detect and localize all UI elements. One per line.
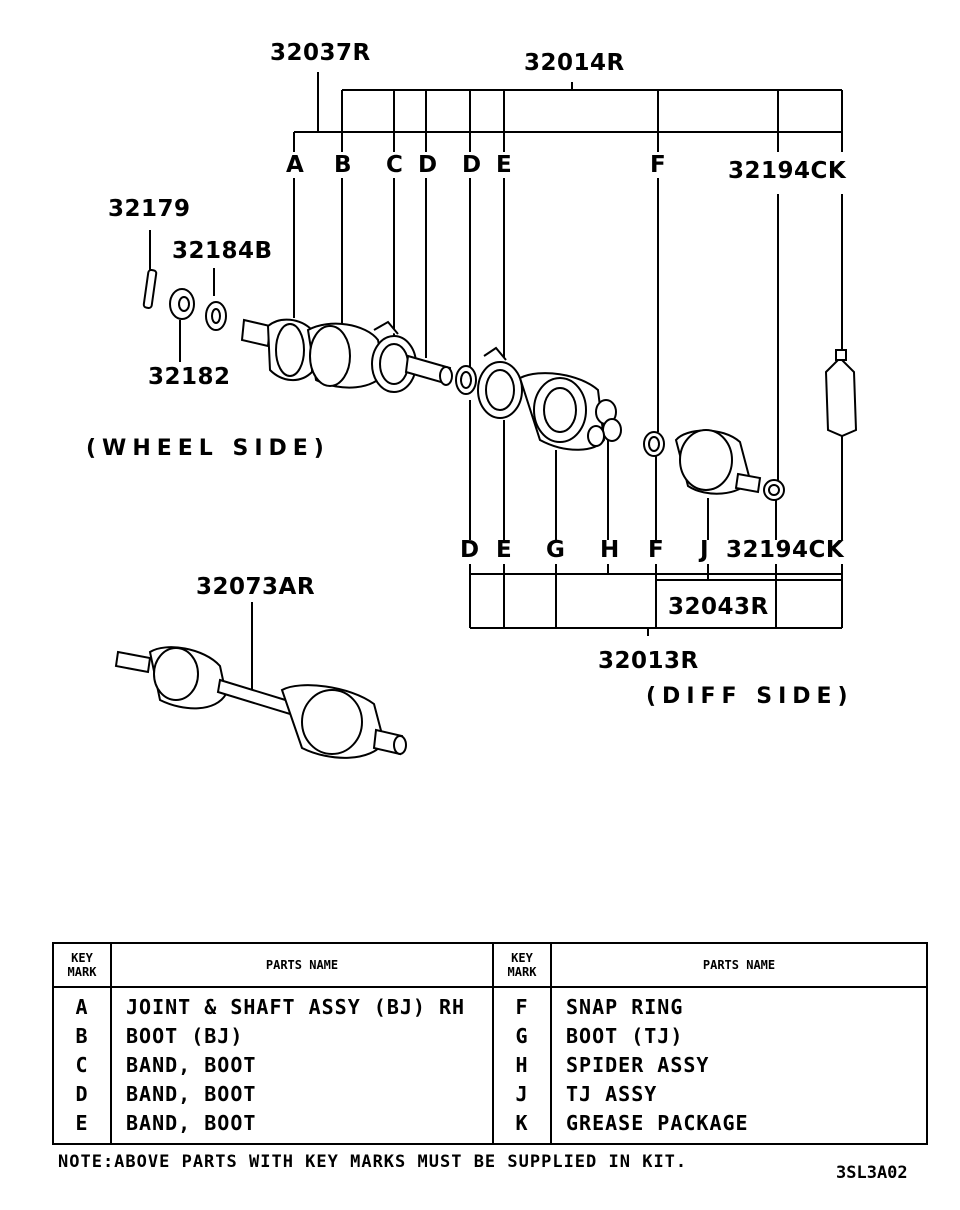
band-e <box>477 346 523 419</box>
key-cell: B <box>52 1021 112 1050</box>
part-number-32194c-bottom: 32194C <box>726 537 826 563</box>
key-mark-d-top-1: D <box>418 152 438 178</box>
key-cell: C <box>52 1050 112 1079</box>
assembled-shaft-32073ar <box>114 646 407 759</box>
label-32194ck-top: 32194CK <box>728 160 846 183</box>
bracket-32043r <box>469 564 843 629</box>
key-cell: H <box>492 1050 552 1079</box>
table-row: E BAND, BOOT K GREASE PACKAGE <box>52 1108 928 1145</box>
part-number-32194c-top: 32194C <box>728 158 828 184</box>
key-mark-a-top: A <box>286 152 305 178</box>
wheel-side-label: (WHEEL SIDE) <box>86 436 330 461</box>
part-name-cell: BOOT (BJ) <box>110 1021 494 1050</box>
label-32073ar: 32073AR <box>196 574 316 600</box>
key-mark-d-top-2: D <box>462 152 482 178</box>
nut-32182 <box>169 288 195 320</box>
key-mark-k-bottom: K <box>825 537 845 563</box>
label-32184b: 32184B <box>172 238 273 264</box>
diff-side-label: (DIFF SIDE) <box>646 684 854 709</box>
key-mark-c-top: C <box>386 152 404 178</box>
table-row: B BOOT (BJ) G BOOT (TJ) <box>52 1021 928 1050</box>
exploded-parts-diagram <box>114 72 858 759</box>
key-mark-b-top: B <box>334 152 353 178</box>
split-pin-32179 <box>142 269 158 309</box>
grease-package-k <box>824 349 858 438</box>
label-32037r: 32037R <box>270 40 371 66</box>
key-mark-k-top: K <box>827 158 847 184</box>
key-cell: G <box>492 1021 552 1050</box>
table-row: C BAND, BOOT H SPIDER ASSY <box>52 1050 928 1079</box>
bj-stub-shaft <box>240 318 272 348</box>
key-mark-e-top: E <box>496 152 513 178</box>
band-d <box>455 365 477 395</box>
part-name-cell: BOOT (TJ) <box>550 1021 928 1050</box>
part-name-cell: TJ ASSY <box>550 1079 928 1108</box>
label-32043r: 32043R <box>668 594 769 620</box>
leader-lines-bottom <box>469 400 843 540</box>
diagram-code: 3SL3A02 <box>836 1163 908 1183</box>
header-parts-name: PARTS NAME <box>110 942 494 988</box>
washer-32184b <box>205 301 227 331</box>
table-row: D BAND, BOOT J TJ ASSY <box>52 1079 928 1108</box>
table-row: A JOINT & SHAFT ASSY (BJ) RH F SNAP RING <box>52 987 928 1021</box>
key-cell: J <box>492 1079 552 1108</box>
part-name-cell: SPIDER ASSY <box>550 1050 928 1079</box>
key-cell: K <box>492 1108 552 1145</box>
label-32179: 32179 <box>108 196 191 222</box>
leader-lines-top <box>293 178 843 480</box>
key-cell: E <box>52 1108 112 1145</box>
snap-ring-f <box>643 431 665 457</box>
key-mark-j-bottom: J <box>700 537 710 563</box>
bracket-32014r <box>341 82 843 152</box>
header-parts-name-2: PARTS NAME <box>550 942 928 988</box>
part-name-cell: BAND, BOOT <box>110 1050 494 1079</box>
key-mark-f-top: F <box>650 152 667 178</box>
key-mark-f-bottom: F <box>648 537 665 563</box>
part-name-cell: BAND, BOOT <box>110 1079 494 1108</box>
part-name-cell: GREASE PACKAGE <box>550 1108 928 1145</box>
header-key-mark: KEY MARK <box>52 942 112 988</box>
label-32013r: 32013R <box>598 648 699 674</box>
header-key-mark-2: KEY MARK <box>492 942 552 988</box>
label-32194ck-bottom: 32194CK <box>726 539 844 562</box>
key-cell: D <box>52 1079 112 1108</box>
snap-ring-lower <box>763 479 785 501</box>
key-mark-e-bottom: E <box>496 537 513 563</box>
key-cell: A <box>52 987 112 1021</box>
part-name-cell: SNAP RING <box>550 987 928 1021</box>
key-mark-g-bottom: G <box>546 537 566 563</box>
parts-key-table: KEY MARK PARTS NAME KEY MARK PARTS NAME … <box>52 942 928 1145</box>
part-name-cell: BAND, BOOT <box>110 1108 494 1145</box>
spider-h <box>587 399 622 447</box>
label-32014r: 32014R <box>524 50 625 76</box>
key-cell: F <box>492 987 552 1021</box>
key-mark-h-bottom: H <box>600 537 620 563</box>
bracket-32037r <box>293 72 842 152</box>
part-name-cell: JOINT & SHAFT ASSY (BJ) RH <box>110 987 494 1021</box>
kit-note: NOTE:ABOVE PARTS WITH KEY MARKS MUST BE … <box>58 1152 688 1172</box>
label-32182: 32182 <box>148 364 231 390</box>
table-header-row: KEY MARK PARTS NAME KEY MARK PARTS NAME <box>52 942 928 988</box>
key-mark-d-bottom: D <box>460 537 480 563</box>
